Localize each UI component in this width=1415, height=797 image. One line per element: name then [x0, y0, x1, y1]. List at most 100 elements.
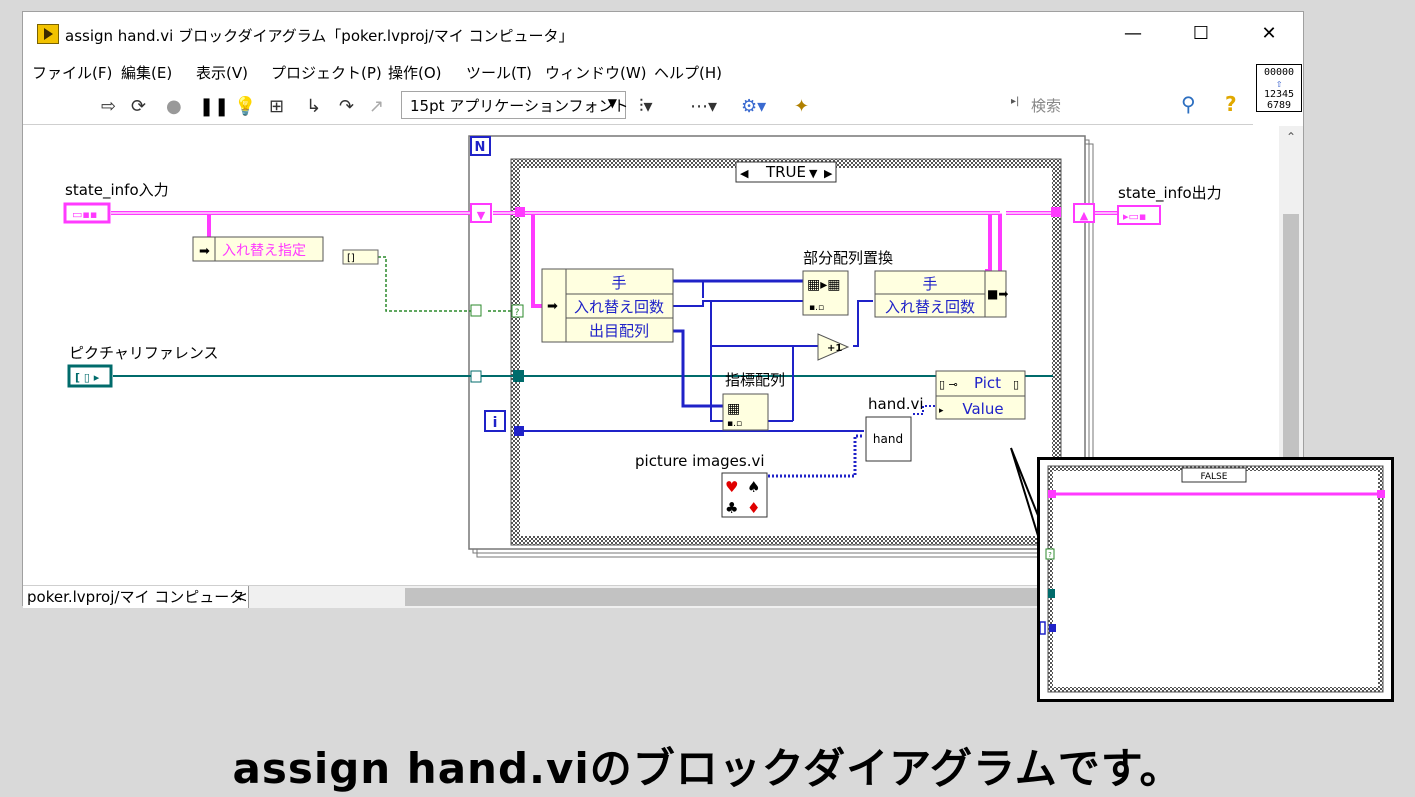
caption: assign hand.viのブロックダイアグラムです。 — [232, 744, 1183, 793]
case-tunnel-index — [514, 426, 524, 436]
highlight-execution-icon[interactable]: 💡 — [234, 96, 257, 117]
menu-edit[interactable]: 編集(E) — [121, 64, 173, 82]
cluster-field-count-in: 入れ替え回数 — [574, 298, 664, 316]
index-array-node[interactable] — [722, 393, 769, 431]
case-dropdown-icon[interactable]: ▼ — [809, 167, 818, 180]
state-info-out-label: state_info出力 — [1118, 184, 1222, 203]
font-select-value: 15pt アプリケーションフォント — [410, 97, 629, 115]
index-array-grid-icon: ▦ — [727, 401, 740, 417]
false-case-loop-i-edge — [1039, 621, 1046, 635]
menu-project[interactable]: プロジェクト(P) — [271, 64, 382, 82]
integer-wire — [520, 279, 873, 432]
vi-connector-icon[interactable]: 00000 ⇧ 12345 6789 — [1256, 64, 1302, 112]
cluster-field-hand-in: 手 — [611, 274, 626, 292]
unbundle-arrow-icon: ➡ — [199, 244, 210, 259]
false-case-index-tunnel — [1049, 624, 1056, 632]
state-info-out-terminal[interactable] — [1117, 205, 1161, 225]
menu-help[interactable]: ヘルプ(H) — [654, 64, 722, 82]
diamond-icon: ♦ — [747, 499, 760, 517]
step-out-icon[interactable]: ↗ — [369, 96, 385, 117]
false-case-tunnel-out — [1377, 490, 1385, 498]
abort-icon[interactable]: ● — [166, 96, 182, 117]
false-case-tunnel-in — [1048, 490, 1056, 498]
step-over-icon[interactable]: ↷ — [339, 96, 355, 117]
property-node-class: Pict — [974, 374, 1001, 392]
case-next-icon[interactable]: ▶ — [824, 167, 833, 180]
align-objects-icon[interactable]: ⫶▾ — [639, 96, 653, 117]
run-arrow-icon[interactable]: ⇨ — [101, 96, 117, 117]
increment-node[interactable] — [817, 333, 850, 361]
replace-subset-index-icon: ▪.▫ — [809, 303, 824, 313]
search-icon[interactable]: ⚲ — [1181, 92, 1196, 116]
loop-tunnel-boolean — [470, 304, 482, 317]
picture-wire — [913, 405, 935, 415]
loop-count-label: N — [475, 140, 486, 155]
state-info-in-terminal[interactable] — [63, 202, 111, 224]
picture-images-label: picture images.vi — [635, 452, 765, 470]
false-case-selector-value: FALSE — [1201, 472, 1228, 482]
shift-register-down-icon: ▼ — [477, 209, 486, 222]
menu-window[interactable]: ウィンドウ(W) — [545, 64, 647, 82]
search-input[interactable]: 検索 — [1031, 97, 1062, 115]
status-project-path[interactable]: poker.lvproj/マイ コンピュータ — [23, 586, 250, 608]
cluster-field-count-out: 入れ替え回数 — [885, 298, 975, 316]
search-box[interactable]: ▸| 検索 ⚲ — [1011, 90, 1213, 120]
picture-ref-terminal[interactable] — [67, 364, 113, 388]
distribute-objects-icon[interactable]: ⋯▾ — [690, 96, 718, 117]
reorder-icon[interactable]: ⚙▾ — [741, 96, 767, 117]
search-expander-icon[interactable]: ▸| — [1011, 96, 1020, 107]
club-icon: ♣ — [725, 499, 738, 517]
cluster-constant[interactable] — [342, 249, 379, 265]
connector-pane-line2: 12345 — [1263, 89, 1295, 100]
menu-file[interactable]: ファイル(F) — [32, 64, 113, 82]
help-icon[interactable]: ? — [1225, 92, 1237, 116]
font-select[interactable]: 15pt アプリケーションフォント ▼ — [401, 91, 629, 119]
case-selector-terminal[interactable] — [511, 304, 524, 318]
case-interior — [520, 168, 1052, 536]
menu-operate[interactable]: 操作(O) — [388, 64, 442, 82]
connector-pane-line1: 00000 — [1263, 67, 1295, 78]
block-diagram-window: assign hand.vi ブロックダイアグラム「poker.lvproj/マ… — [22, 11, 1304, 608]
vertical-scroll-thumb[interactable] — [1283, 214, 1299, 494]
minimize-button[interactable]: — — [1124, 23, 1142, 44]
case-selector-value: TRUE — [765, 163, 806, 181]
loop-count-terminal[interactable] — [470, 136, 491, 156]
case-prev-icon[interactable]: ◀ — [740, 167, 749, 180]
shift-register-right[interactable] — [1073, 203, 1095, 223]
property-node[interactable] — [935, 370, 1026, 420]
loop-iteration-terminal[interactable] — [484, 410, 506, 432]
picture-images-node[interactable] — [721, 472, 768, 518]
case-tunnel-refnum — [513, 370, 524, 382]
run-continuously-icon[interactable]: ⟳ — [131, 96, 147, 117]
replace-array-subset-node[interactable] — [802, 270, 849, 316]
scroll-up-icon[interactable]: ⌃ — [1286, 130, 1297, 144]
replace-subset-label: 部分配列置換 — [803, 249, 893, 267]
scroll-left-icon[interactable]: < — [235, 588, 248, 606]
retain-wire-values-icon[interactable]: ⊞ — [269, 96, 285, 117]
boolean-wire — [378, 256, 473, 312]
case-selector[interactable] — [735, 161, 837, 183]
step-into-icon[interactable]: ↳ — [306, 96, 322, 117]
hand-vi-node[interactable] — [865, 416, 912, 462]
maximize-button[interactable]: ☐ — [1192, 23, 1210, 44]
false-case-interior — [1053, 471, 1378, 687]
block-diagram-canvas[interactable]: N i ◀ TRUE ▼ ▶ — [23, 126, 1279, 585]
bundle-output — [984, 270, 1007, 318]
pause-icon[interactable]: ❚❚ — [199, 96, 230, 117]
menu-tools[interactable]: ツール(T) — [466, 64, 532, 82]
cluster-field-hand-out: 手 — [922, 275, 937, 293]
title-bar: assign hand.vi ブロックダイアグラム「poker.lvproj/マ… — [23, 12, 1303, 56]
cluster-constant-glyph: [] — [347, 253, 355, 264]
close-button[interactable]: ✕ — [1261, 23, 1277, 44]
index-array-label: 指標配列 — [725, 371, 785, 389]
case-tunnel-cluster-out — [1051, 207, 1061, 217]
cleanup-diagram-icon[interactable]: ✦ — [794, 96, 810, 117]
increment-label: +1 — [827, 343, 842, 354]
cluster-unbundle-arrow-icon: ➡ — [547, 299, 558, 314]
shift-register-left[interactable] — [470, 203, 492, 223]
state-info-in-label: state_info入力 — [65, 181, 169, 200]
cluster-unbundle-left[interactable] — [541, 268, 674, 343]
menu-view[interactable]: 表示(V) — [196, 64, 248, 82]
false-case-selector[interactable] — [1181, 467, 1247, 483]
shift-register-up-icon: ▲ — [1080, 209, 1089, 222]
